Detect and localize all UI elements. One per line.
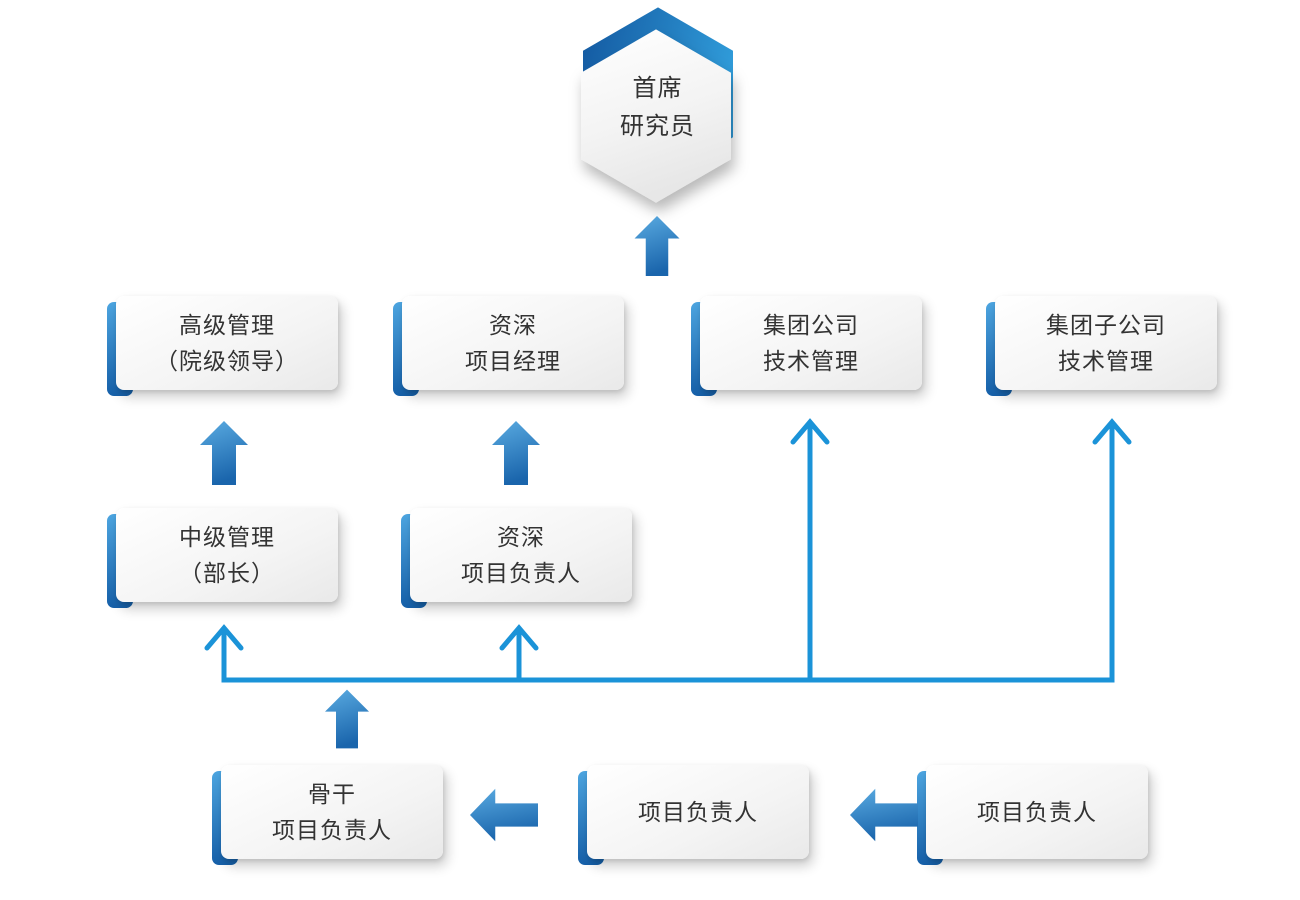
node-label-line-2: 项目负责人 <box>272 817 392 843</box>
node-label-line-2: 项目经理 <box>465 348 561 374</box>
node-label-line-2: 研究员 <box>620 113 695 140</box>
node-label-line-2: 技术管理 <box>763 348 859 374</box>
node-label-line-2: 项目负责人 <box>461 560 581 586</box>
arrow-up-thick-to-senior-project-manager <box>492 421 540 485</box>
node-label-line-1: 高级管理 <box>179 312 275 338</box>
node-group-subsidiary-tech-management: 集团子公司 技术管理 <box>986 296 1217 396</box>
node-label-line-1: 资深 <box>489 312 537 338</box>
node-senior-project-manager: 资深 项目经理 <box>393 296 624 396</box>
node-group-company-tech-management: 集团公司 技术管理 <box>691 296 922 396</box>
arrowhead-senior-project-leader <box>499 624 539 651</box>
node-project-leader-middle: 项目负责人 <box>578 765 809 865</box>
arrowhead-group-company <box>790 418 830 445</box>
node-label-line-1: 项目负责人 <box>638 799 758 825</box>
node-label-line-2: （院级领导） <box>155 348 299 374</box>
node-label-line-1: 骨干 <box>308 781 356 807</box>
arrow-up-thick-from-backbone <box>325 689 369 749</box>
node-label-line-1: 中级管理 <box>179 524 275 550</box>
node-label-line-1: 项目负责人 <box>977 799 1097 825</box>
arrowhead-middle-management <box>204 624 244 651</box>
hexagon-front-white <box>581 29 731 203</box>
node-label-line-1: 集团子公司 <box>1046 312 1166 338</box>
arrow-up-thick-to-senior-management <box>200 421 248 485</box>
node-middle-management: 中级管理 （部长） <box>107 508 338 608</box>
node-senior-project-leader: 资深 项目负责人 <box>401 508 632 608</box>
hexagon-shape <box>581 7 733 203</box>
node-label-line-2: 技术管理 <box>1058 348 1154 374</box>
arrowhead-group-subsidiary <box>1092 418 1132 445</box>
node-project-leader-right: 项目负责人 <box>917 765 1148 865</box>
node-senior-management: 高级管理 （院级领导） <box>107 296 338 396</box>
arrow-left-thick-right-to-middle <box>850 788 918 842</box>
node-chief-researcher: 首席 研究员 <box>580 70 735 146</box>
arrow-up-thick-to-chief <box>634 216 680 276</box>
arrow-left-thick-middle-to-backbone <box>470 788 538 842</box>
node-label-line-2: （部长） <box>179 560 275 586</box>
connector-main-polyline <box>221 423 1115 683</box>
node-backbone-project-leader: 骨干 项目负责人 <box>212 765 443 865</box>
node-label-line-1: 资深 <box>497 524 545 550</box>
node-label-line-1: 集团公司 <box>763 312 859 338</box>
node-label-line-1: 首席 <box>632 75 683 102</box>
